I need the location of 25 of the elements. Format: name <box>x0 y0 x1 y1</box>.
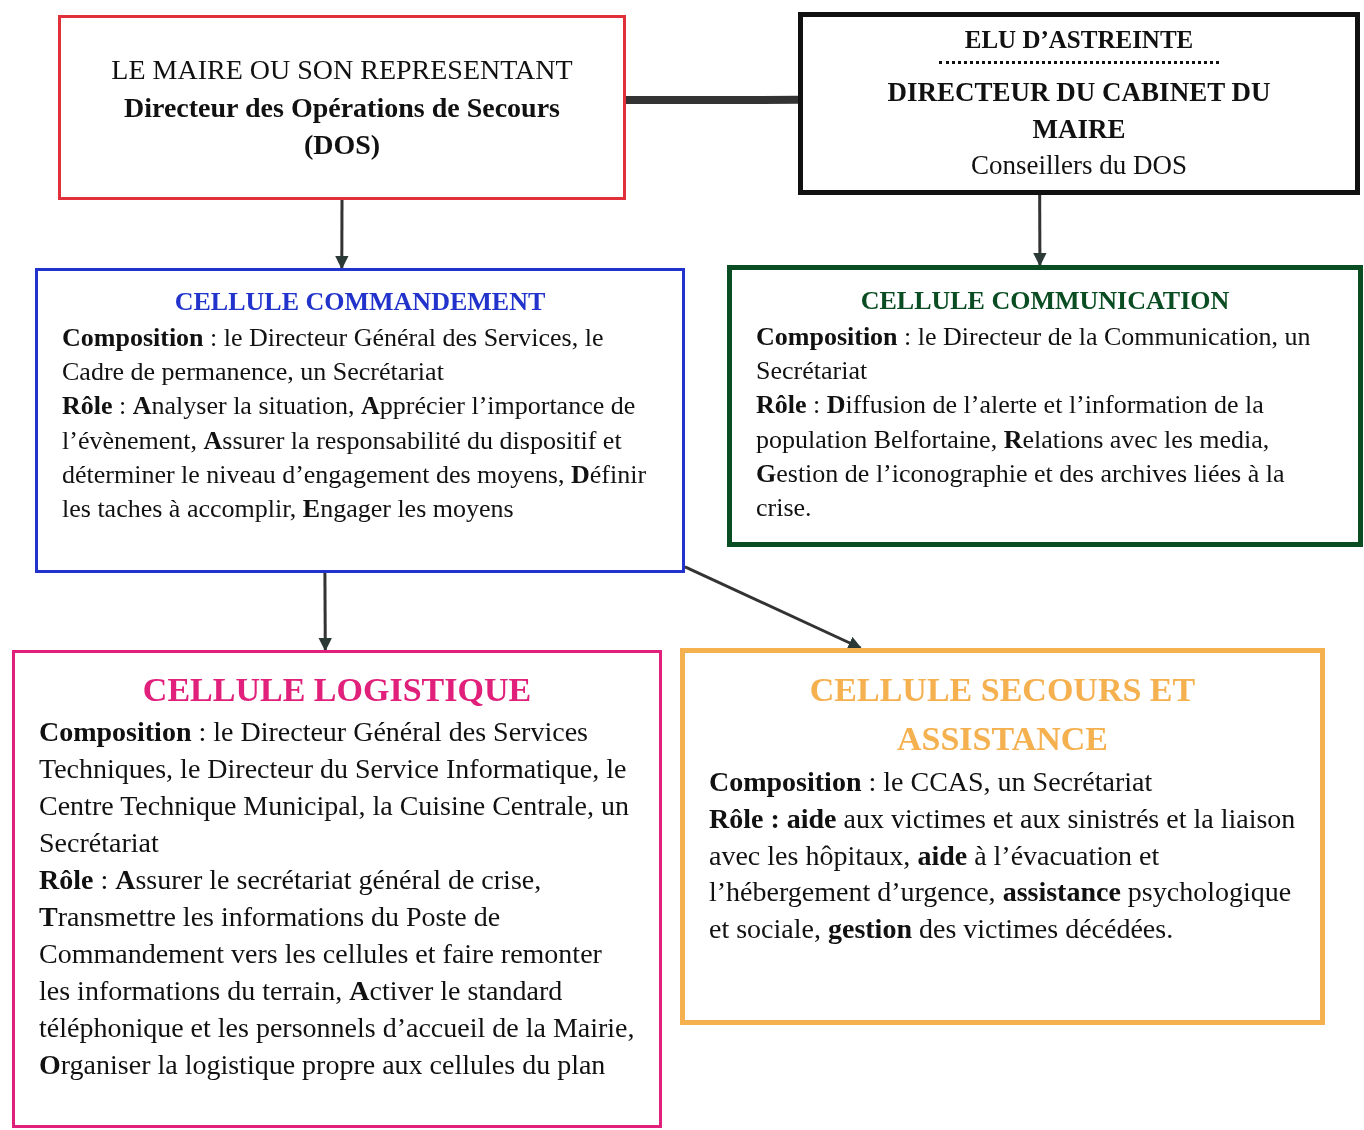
organization-box <box>12 650 662 1128</box>
cell-title: CELLULE COMMUNICATION <box>859 285 1231 317</box>
cell-title: CELLULE SECOURS ET ASSISTANCE <box>808 670 1197 760</box>
role-title: LE MAIRE OU SON REPRESENTANT <box>111 52 573 87</box>
arrow <box>318 573 332 652</box>
organization-box <box>727 265 1363 547</box>
role-subtitle: Directeur des Opérations de Secours (DOS) <box>123 90 561 163</box>
organization-box <box>798 12 1360 195</box>
description-text: Rôle : aide aux victimes et aux sinistrés et la liaison avec les hôpitaux, aide à l’évacuation et l’hébergement d’urgence, assistance psychologique et sociale, gestion des victimes décédées. <box>709 801 1296 947</box>
organization-box <box>58 15 626 200</box>
cell-title: CELLULE COMMANDEMENT <box>173 286 547 318</box>
role-subtitle: DIRECTEUR DU CABINET DU MAIRE <box>886 76 1272 146</box>
arrow <box>684 565 862 650</box>
organization-box <box>35 268 685 573</box>
connector-line <box>626 95 798 105</box>
arrow <box>335 200 349 270</box>
description-text: Rôle : Assurer le secrétariat général de crise, Transmettre les informations du Poste de Commandement vers les cellules et faire remonter les informations du terrain, Activer le standard téléphonique et les personnels d’accueil de la Mairie, Organiser la logistique propre aux cellules du plan <box>39 863 635 1082</box>
role-note: Conseillers du DOS <box>971 149 1187 183</box>
arrow <box>1033 195 1047 267</box>
organization-box <box>680 648 1325 1025</box>
role-title: ELU D’ASTREINTE <box>964 25 1194 56</box>
description-text: Rôle : Diffusion de l’alerte et l’information de la population Belfortaine, Relations avec les media, Gestion de l’iconographie et des archives liées à la crise. <box>756 389 1286 525</box>
description-text: Rôle : Analyser la situation, Apprécier l’importance de l’évènement, Assurer la responsabilité du dispositif et déterminer le niveau d’engagement des moyens, Définir les taches à accomplir, Engager les moyens <box>62 390 648 526</box>
description-text: Composition : le CCAS, un Secrétariat <box>709 764 1154 799</box>
cell-title: CELLULE LOGISTIQUE <box>141 670 533 710</box>
